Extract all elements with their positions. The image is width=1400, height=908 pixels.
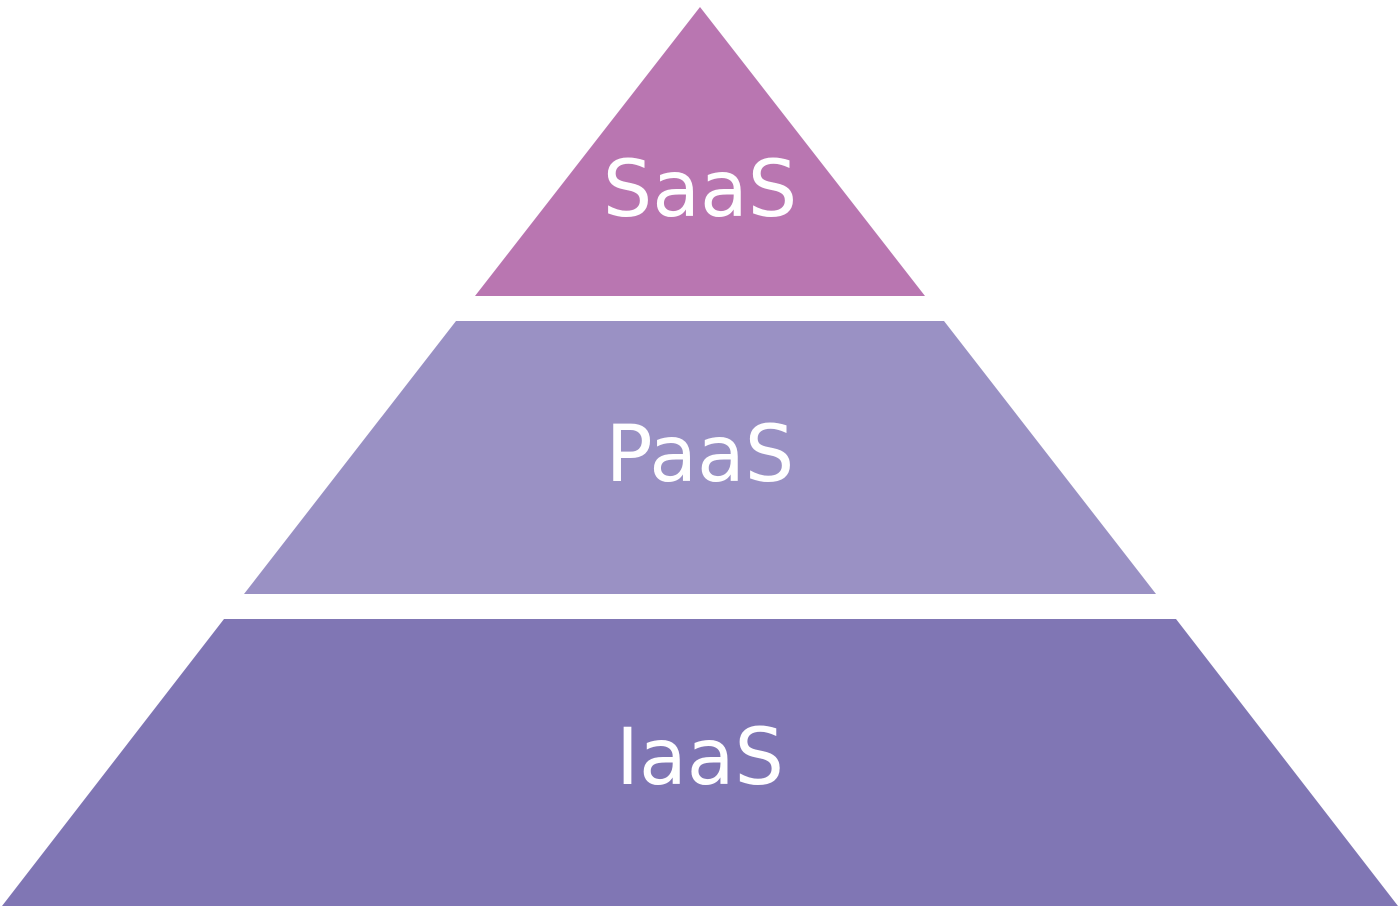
pyramid-tier-saas-label: SaaS xyxy=(603,145,798,235)
pyramid-tier-saas: SaaS xyxy=(475,7,925,296)
pyramid-tier-iaas-label: IaaS xyxy=(616,713,784,803)
pyramid-tier-paas: PaaS xyxy=(244,321,1156,594)
pyramid-tier-iaas: IaaS xyxy=(2,619,1398,906)
pyramid-tier-iaas-shape xyxy=(2,619,1398,906)
pyramid-tier-saas-shape xyxy=(475,7,925,296)
pyramid-tier-paas-shape xyxy=(244,321,1156,594)
pyramid-tier-paas-label: PaaS xyxy=(606,410,795,500)
